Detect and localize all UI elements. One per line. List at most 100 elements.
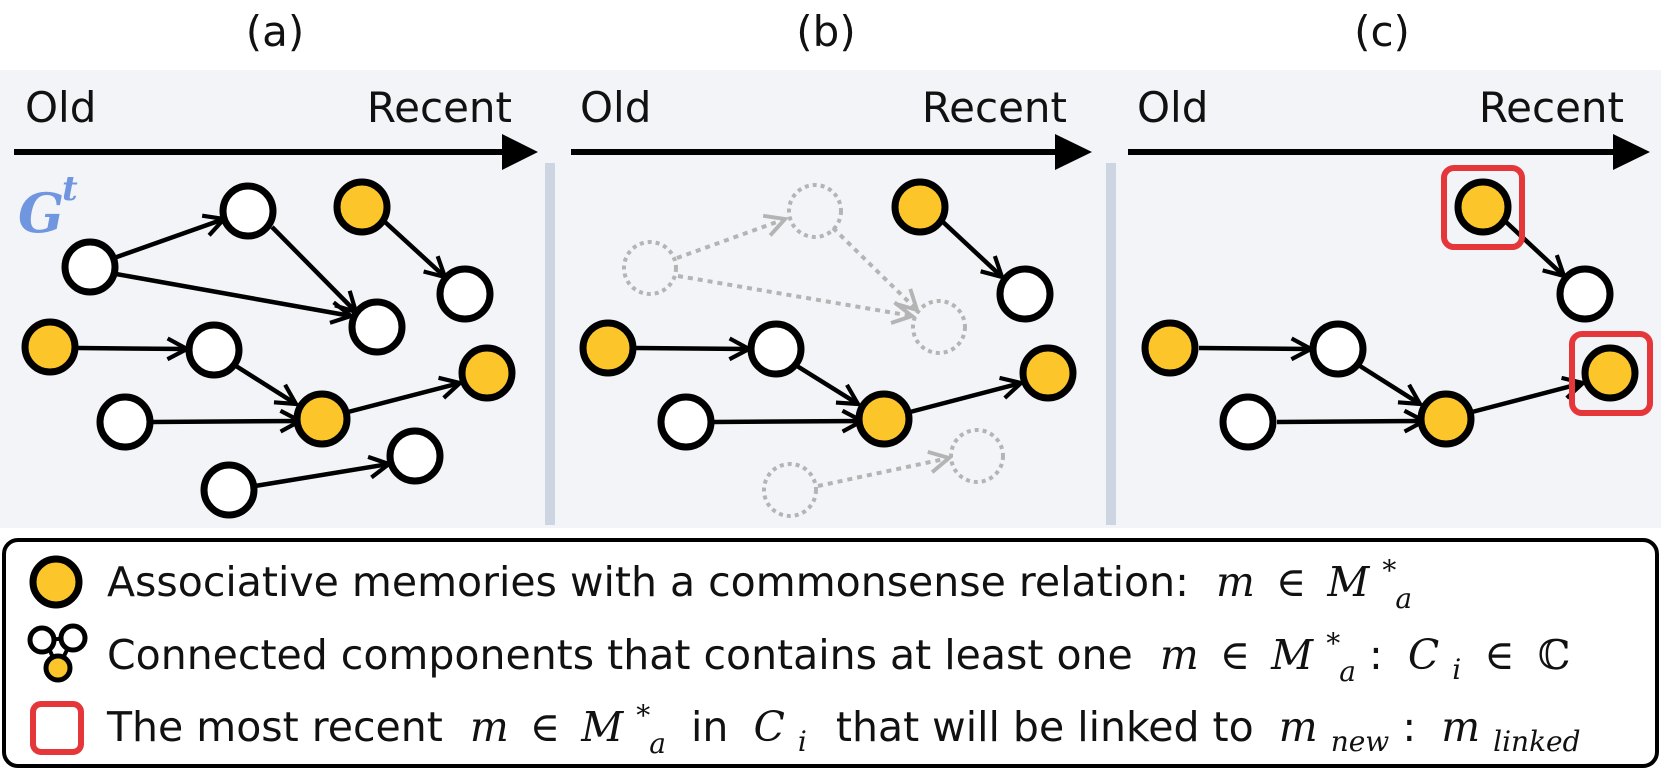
panel-b-faded-edges (676, 219, 949, 488)
axis-old-label: Old (1137, 83, 1208, 132)
graph-symbol-letter: G (18, 181, 64, 245)
legend-row-3-in: in (691, 703, 728, 751)
math-superscript: * (636, 699, 650, 732)
math-m: m (1160, 631, 1199, 679)
math-superscript: * (1326, 627, 1340, 660)
math-subscript: a (1395, 582, 1412, 615)
memory-node (219, 182, 277, 240)
edge (77, 348, 187, 349)
faded-node (762, 462, 818, 518)
faded-edge (817, 458, 949, 488)
math-complex-set: ℂ (1538, 631, 1571, 679)
linked-memory-highlight (1441, 165, 1525, 250)
edge (1198, 348, 1311, 349)
time-axis-b: Old Recent (571, 83, 1092, 170)
memory-node (1309, 320, 1367, 378)
associative-memory-node (458, 344, 516, 402)
memory-node (27, 625, 57, 655)
axis-old-label: Old (580, 83, 651, 132)
memory-node (96, 393, 154, 451)
associative-memory-node (579, 319, 637, 377)
time-axis-arrowhead (1055, 134, 1092, 170)
math-in: ∈ (530, 703, 560, 751)
faded-node (787, 183, 843, 239)
legend-row-1-text: Associative memories with a commonsense … (107, 558, 1189, 606)
associative-memory-node (21, 318, 79, 376)
math-subscript: a (1339, 655, 1356, 688)
math-m-linked: m (1441, 703, 1480, 751)
legend-row-3: The most recent m ∈ M * a in C i that wi… (106, 687, 1581, 763)
edge (795, 364, 858, 404)
edge (1358, 364, 1420, 404)
panel-label-c: (c) (1354, 7, 1410, 56)
math-M: M (1270, 631, 1314, 679)
memory-node (58, 623, 88, 653)
graph-symbol-superscript: t (62, 169, 78, 209)
edge (234, 364, 296, 404)
connected-component-legend-icon (27, 623, 88, 683)
edge (713, 421, 862, 422)
math-m: m (470, 703, 509, 751)
memory-node (1556, 265, 1614, 323)
edge (347, 383, 460, 415)
math-C: C (753, 703, 784, 751)
legend-row-1: Associative memories with a commonsense … (107, 542, 1412, 615)
associative-memory-node (1417, 390, 1475, 448)
legend-row-3-text: The most recent (106, 703, 443, 751)
math-m-linked-subscript: linked (1493, 725, 1580, 758)
panel-background (0, 70, 1661, 528)
time-axis-c: Old Recent (1128, 83, 1650, 170)
time-axis-arrowhead (1613, 134, 1650, 170)
panel-b-nodes (579, 178, 1077, 451)
associative-memory-node (855, 390, 913, 448)
legend-box (2, 538, 1659, 768)
associative-memory-node (1454, 178, 1512, 236)
math-colon: : (1402, 703, 1416, 751)
associative-memory-node (293, 390, 351, 448)
edge (270, 225, 356, 312)
edge (941, 220, 1002, 277)
panel-c-edges (1198, 220, 1583, 422)
math-M: M (1326, 558, 1370, 606)
edge (254, 464, 389, 489)
math-m: m (1216, 558, 1255, 606)
memory-node (200, 461, 258, 519)
linked-memory-highlight (1569, 331, 1653, 416)
memory-node (348, 298, 406, 356)
legend-row-3-text-2: that will be linked to (836, 703, 1254, 751)
math-C: C (1408, 631, 1439, 679)
panel-b-edges (635, 220, 1021, 422)
associative-memory-node (1019, 344, 1077, 402)
legend-row-2-text: Connected components that contains at le… (107, 631, 1133, 679)
edge (1471, 383, 1583, 415)
math-m-new: m (1279, 703, 1318, 751)
edge (1504, 220, 1564, 276)
associative-memory-node (333, 178, 391, 236)
panel-label-b: (b) (796, 7, 855, 56)
edge (635, 348, 749, 349)
memory-node (61, 238, 119, 296)
edge (1276, 421, 1424, 422)
math-in: ∈ (1484, 631, 1514, 679)
edge (115, 271, 351, 316)
math-colon: : (1369, 631, 1383, 679)
panel-divider (1106, 163, 1116, 525)
faded-node (622, 240, 678, 296)
math-m-new-subscript: new (1331, 725, 1390, 758)
axis-recent-label: Recent (367, 83, 512, 132)
math-in: ∈ (1276, 558, 1306, 606)
math-C-subscript: i (798, 725, 807, 758)
memory-node (185, 321, 243, 379)
memory-node (747, 320, 805, 378)
time-axis-arrowhead (502, 134, 538, 170)
associative-memory-node (43, 653, 73, 683)
edge (909, 383, 1021, 415)
linked-memory-legend-icon (30, 701, 84, 755)
math-C-subscript: i (1452, 653, 1461, 686)
graph-symbol: G t (18, 169, 78, 245)
associative-memory-node (1581, 344, 1639, 402)
memory-node (1219, 393, 1277, 451)
memory-node (996, 265, 1054, 323)
math-M: M (580, 703, 624, 751)
